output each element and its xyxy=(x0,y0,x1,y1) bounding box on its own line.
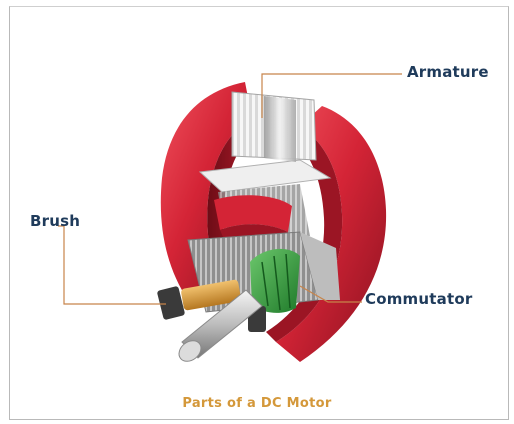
figure-caption: Parts of a DC Motor xyxy=(0,396,514,411)
commutator-label: Commutator xyxy=(365,290,472,308)
brush-leader xyxy=(58,226,166,304)
armature-label: Armature xyxy=(407,63,489,81)
brush-label: Brush xyxy=(30,212,80,230)
